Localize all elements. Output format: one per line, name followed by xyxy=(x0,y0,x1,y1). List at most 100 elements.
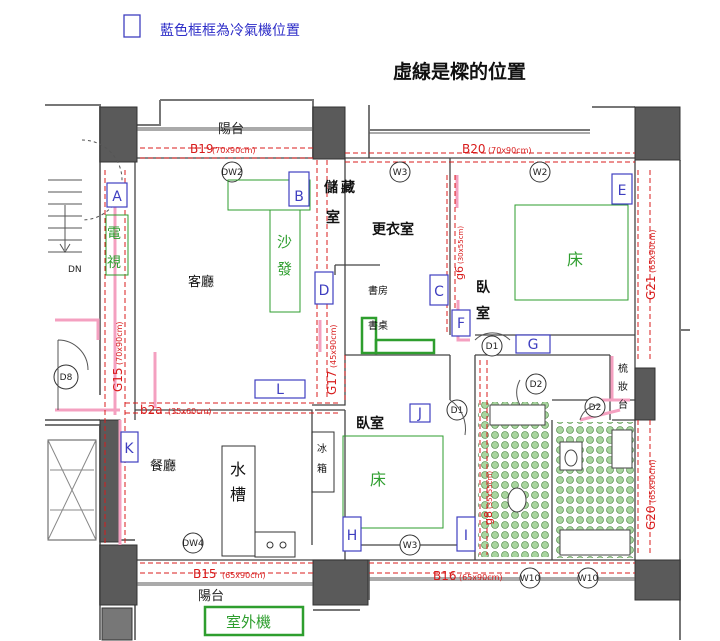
tv-outline xyxy=(105,214,129,276)
ac-box-B xyxy=(288,171,310,207)
beam-B15: B15 xyxy=(193,567,217,581)
door-marker xyxy=(389,161,411,183)
door-marker xyxy=(446,399,468,421)
storage-label-3: 室 xyxy=(326,209,340,226)
beam-G20: G20 xyxy=(644,505,658,530)
ac-box-G xyxy=(515,334,551,354)
balcony-top-label: 陽台 xyxy=(218,122,244,137)
legend-swatch xyxy=(123,14,141,38)
beam-B20: B20 xyxy=(462,142,486,156)
fridge-label-2: 箱 xyxy=(317,462,327,475)
beam-g6-size: (30x55cm) xyxy=(457,226,465,264)
kitchen-counter xyxy=(221,431,335,558)
sofa-label-2: 發 xyxy=(277,260,292,278)
door-markers xyxy=(53,161,606,589)
bath-fixtures xyxy=(489,404,633,556)
ac-box-D xyxy=(314,271,334,305)
beam-labels: B19 (70x90cm) B20 (70x90cm) B15 (65x90cm… xyxy=(111,142,658,583)
stair xyxy=(47,139,123,541)
bed-right-label: 床 xyxy=(567,250,583,269)
door-marker xyxy=(221,161,243,183)
beam-G17-size: (45x90cm) xyxy=(329,324,338,368)
beam-B19-size: (70x90cm) xyxy=(212,146,256,155)
door-W10-b: W10 xyxy=(578,574,599,584)
door-marker xyxy=(481,335,503,357)
door-marker xyxy=(399,534,421,556)
bed-center-outline xyxy=(342,435,444,529)
outdoor-unit-label: 室外機 xyxy=(226,613,271,631)
ac-box-L xyxy=(254,379,306,399)
beam-B16: B16 xyxy=(433,569,457,583)
beam-g8: g8 xyxy=(482,511,495,525)
beam-G15-size: (70x90cm) xyxy=(115,321,124,365)
ac-boxes xyxy=(106,171,633,552)
door-DW4: DW4 xyxy=(182,539,204,549)
beam-G20-size: (65x90cm) xyxy=(648,459,657,503)
sink-label-2: 槽 xyxy=(230,485,246,504)
ac-label-F: F xyxy=(457,316,465,332)
desk xyxy=(360,316,436,355)
dining-room-label: 餐廳 xyxy=(150,458,176,474)
beam-b2a: b2a xyxy=(140,403,163,417)
sofa-body xyxy=(269,209,301,313)
living-room-label: 客廳 xyxy=(188,274,214,290)
door-marker xyxy=(53,364,79,390)
door-W2: W2 xyxy=(533,168,548,178)
ac-box-J xyxy=(409,403,431,423)
beam-G21-size: (65x90cm) xyxy=(648,229,657,273)
balcony-bottom-label: 陽台 xyxy=(198,589,224,604)
desk-label: 書桌 xyxy=(368,319,388,332)
columns xyxy=(99,106,681,641)
door-D2-b: D2 xyxy=(589,403,602,413)
door-marker xyxy=(584,396,606,418)
vanity-label-2: 妝 xyxy=(618,380,628,393)
ac-box-E xyxy=(611,173,633,205)
beam-g6: g6 xyxy=(453,266,466,280)
ac-label-D: D xyxy=(319,283,330,299)
sofa-label-1: 沙 xyxy=(277,233,292,251)
door-D8: D8 xyxy=(60,373,73,383)
beam-G17: G17 xyxy=(325,370,339,395)
door-D2-a: D2 xyxy=(530,380,543,390)
bedroom-right-label-1: 臥 xyxy=(476,280,491,296)
legend-text: 藍色框框為冷氣機位置 xyxy=(160,22,300,39)
ac-label-G: G xyxy=(528,337,539,353)
furniture-outlines xyxy=(105,179,629,529)
ac-label-L: L xyxy=(276,382,284,398)
beam-B16-size: (65x90cm) xyxy=(459,573,503,582)
beam-B15-size: (65x90cm) xyxy=(222,571,266,580)
balcony-railing xyxy=(137,127,635,586)
door-D1-b: D1 xyxy=(451,406,464,416)
door-marker xyxy=(525,373,547,395)
beam-b2a-size: (35x60cm) xyxy=(168,407,212,416)
door-labels: DW2 W3 W2 D1 D2 D1 D2 D8 DW4 W3 W10 W10 xyxy=(60,168,602,584)
storage-label-1: 儲 xyxy=(323,179,338,196)
walk-in-closet-label: 更衣室 xyxy=(372,221,414,238)
bedroom-right-label-2: 室 xyxy=(476,305,490,322)
beam-G15: G15 xyxy=(111,367,125,392)
beam-lines xyxy=(104,147,651,574)
ac-label-H: H xyxy=(347,528,358,544)
ac-box-F xyxy=(451,309,471,337)
bath-tile-left xyxy=(478,402,550,557)
door-marker xyxy=(519,567,541,589)
beam-G21: G21 xyxy=(644,275,658,300)
ac-label-A: A xyxy=(112,189,122,205)
study-label: 書房 xyxy=(368,284,388,297)
ac-box-K xyxy=(120,431,139,463)
ac-box-H xyxy=(342,516,362,552)
ac-label-E: E xyxy=(618,183,627,199)
ac-box-C xyxy=(429,274,449,306)
ac-box-A xyxy=(106,182,128,208)
ac-label-B: B xyxy=(294,189,304,205)
beam-g8-size: (35x55cm) xyxy=(486,471,494,509)
walls xyxy=(45,99,690,640)
fridge-label-1: 冰 xyxy=(317,442,327,455)
page-title: 虛線是樑的位置 xyxy=(393,60,526,83)
door-marker xyxy=(182,532,204,554)
storage-label-2: 藏 xyxy=(341,179,355,196)
outdoor-unit-box xyxy=(203,605,305,637)
bed-center-label: 床 xyxy=(370,470,386,489)
ac-label-C: C xyxy=(434,284,444,300)
